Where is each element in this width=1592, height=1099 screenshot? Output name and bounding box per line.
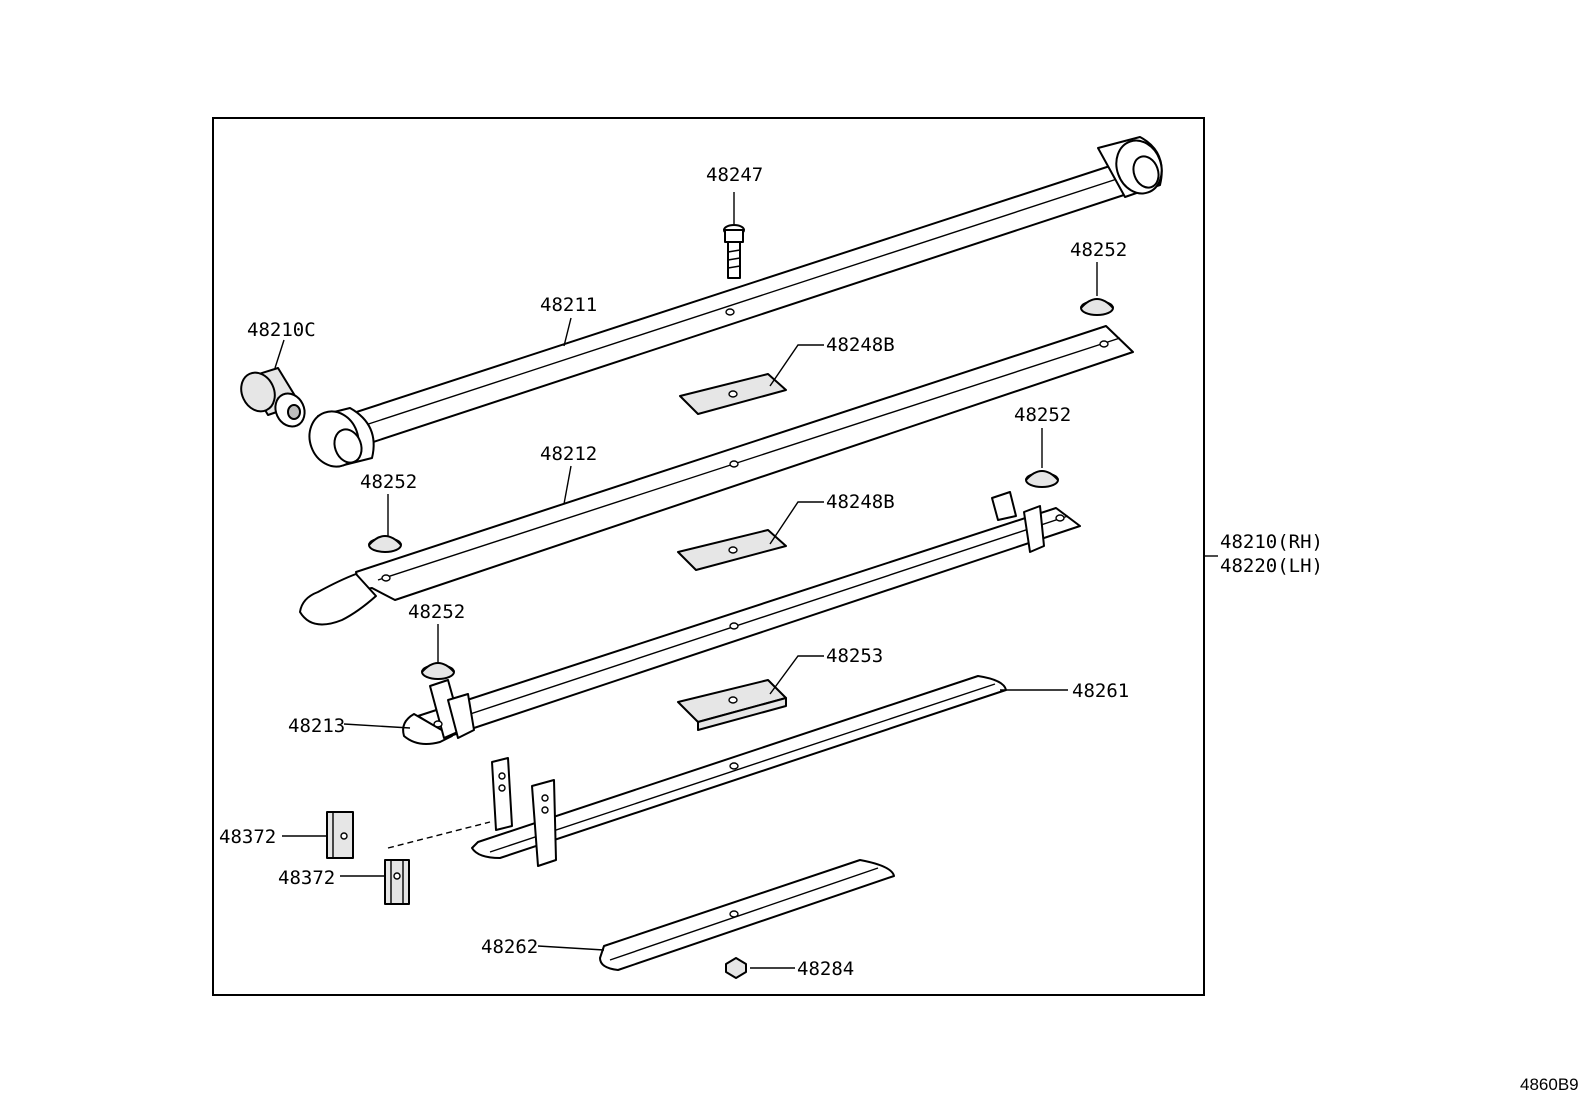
label-48252-lower: 48252 — [408, 601, 465, 623]
main-leaf-48211 — [308, 136, 1163, 468]
clip-48372-b — [384, 859, 410, 905]
label-assy-rh: 48210(RH) — [1220, 531, 1323, 553]
label-48372-b: 48372 — [278, 867, 335, 889]
fourth-leaf-48261 — [471, 675, 1007, 867]
center-bolt-48247 — [723, 224, 745, 279]
second-leaf-48212 — [299, 325, 1134, 626]
label-48284: 48284 — [797, 958, 854, 980]
spacer-48248b-top — [679, 373, 787, 415]
third-leaf-48213 — [402, 491, 1081, 745]
diagram-code: 4860B9 — [1520, 1075, 1579, 1094]
pad-48252-left — [368, 535, 402, 553]
label-48262: 48262 — [481, 936, 538, 958]
nut-48284 — [725, 957, 747, 979]
label-48248b-top: 48248B — [826, 334, 895, 356]
label-48261: 48261 — [1072, 680, 1129, 702]
label-48247: 48247 — [706, 164, 763, 186]
clip-48372-a — [326, 811, 354, 859]
label-assy-lh: 48220(LH) — [1220, 555, 1323, 577]
bottom-leaf-48262 — [599, 859, 895, 971]
spacer-48248b-lower — [677, 529, 787, 571]
label-48252-right: 48252 — [1014, 404, 1071, 426]
pad-48252-top — [1080, 298, 1114, 316]
label-48210c: 48210C — [247, 319, 316, 341]
label-48211: 48211 — [540, 294, 597, 316]
pad-48252-right — [1025, 470, 1059, 488]
label-48372-a: 48372 — [219, 826, 276, 848]
bushing-48210c — [240, 367, 306, 428]
alignment-dashed-line — [387, 821, 491, 849]
label-48253: 48253 — [826, 645, 883, 667]
label-48252-top: 48252 — [1070, 239, 1127, 261]
label-48212: 48212 — [540, 443, 597, 465]
label-48213: 48213 — [288, 715, 345, 737]
label-48252-left: 48252 — [360, 471, 417, 493]
label-48248b-lower: 48248B — [826, 491, 895, 513]
leader-lines — [274, 192, 1218, 969]
spacer-48253 — [677, 679, 787, 731]
pad-48252-lower — [421, 662, 455, 680]
